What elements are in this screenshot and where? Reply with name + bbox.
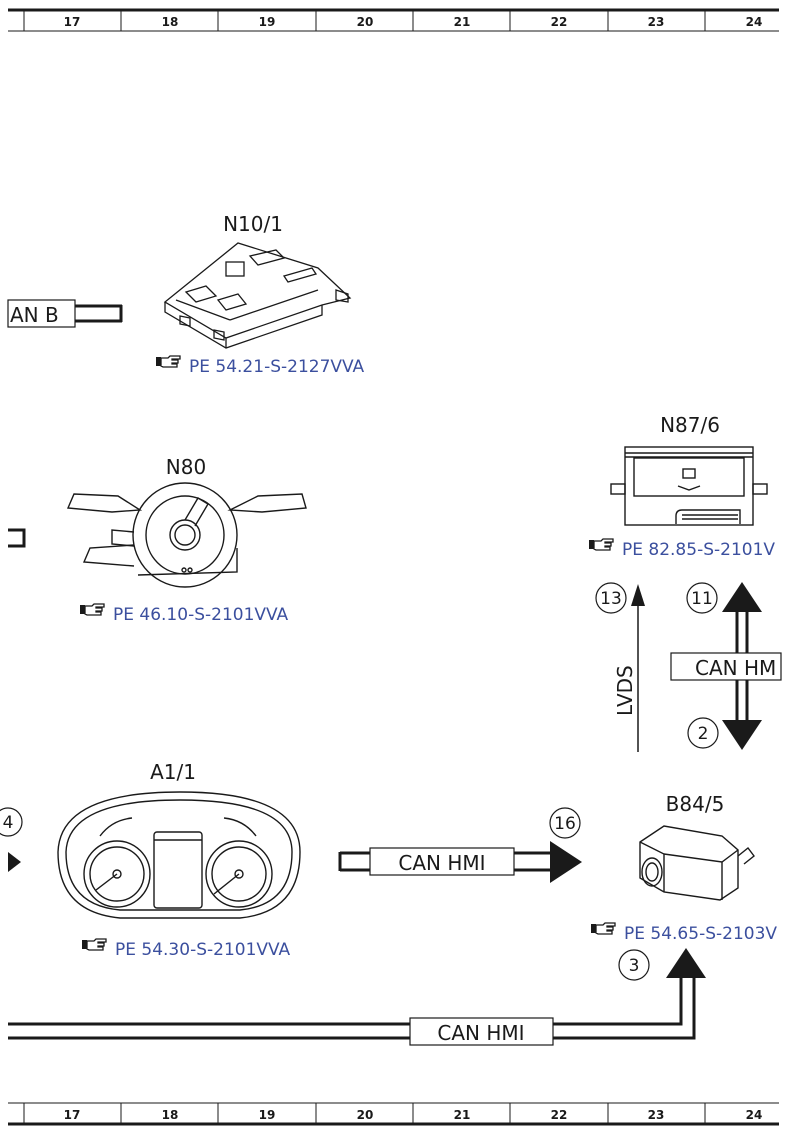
column-number: 17 [64,1108,81,1122]
connection-marker: 16 [554,814,576,834]
pointing-hand-icon [588,538,614,551]
column-number: 19 [259,15,276,29]
pointing-hand-icon [81,938,107,951]
pointing-hand-icon [79,603,105,616]
pointing-hand-icon [590,922,616,935]
component-b84-5: B84/5 PE 54.65-S-2103V [590,792,777,944]
control-unit-illustration [163,242,352,349]
column-number: 23 [648,15,665,29]
component-n80: N80 PE 46.10-S-2101VVA [66,455,307,625]
can-hmi-a1-bus: CAN HMI 16 [338,807,582,883]
column-number: 18 [162,1108,179,1122]
connector-stub [8,528,26,548]
column-number: 17 [64,15,81,29]
component-label: N10/1 [223,212,283,236]
component-label: B84/5 [666,792,725,816]
component-label: N87/6 [660,413,720,437]
top-column-ruler: 17 18 19 20 21 22 23 24 [8,8,779,32]
reference-link[interactable]: PE 54.65-S-2103V [624,924,777,944]
reference-link[interactable]: PE 46.10-S-2101VVA [113,605,289,625]
connection-marker: 3 [629,956,640,976]
component-n10-1: N10/1 PE 54.21-S-2127VVA [155,212,365,377]
bus-label: CAN HMI [398,851,485,875]
component-label: A1/1 [150,760,196,784]
column-number: 24 [746,1108,763,1122]
camera-illustration [639,825,755,901]
column-number: 19 [259,1108,276,1122]
column-number: 20 [357,1108,374,1122]
reference-link[interactable]: PE 82.85-S-2101V [622,540,775,560]
can-hmi-vertical-bus: CAN HM 11 2 [670,582,782,750]
bus-label: CAN HM [695,656,776,680]
column-number: 18 [162,15,179,29]
steering-column-module-illustration [66,482,307,588]
component-a1-1: A1/1 PE 54.30-S-2101VVA [57,760,301,960]
component-label: N80 [166,455,206,479]
pointing-hand-icon [155,355,181,368]
bus-label: CAN HMI [437,1021,524,1045]
reference-link[interactable]: PE 54.21-S-2127VVA [189,357,365,377]
can-b-bus: AN B [7,299,123,328]
bus-label: LVDS [613,665,637,716]
column-number: 20 [357,15,374,29]
display-unit-illustration [610,446,768,526]
column-number: 22 [551,15,568,29]
column-number: 21 [454,15,471,29]
column-number: 21 [454,1108,471,1122]
bus-label: AN B [10,303,59,327]
lvds-link: LVDS 13 [595,582,645,752]
connection-marker: 11 [691,589,713,609]
instrument-cluster-illustration [57,791,301,919]
can-hmi-bottom-bus: CAN HMI 3 [8,948,706,1046]
connection-marker: 2 [698,724,709,744]
column-number: 24 [746,15,763,29]
connection-marker: 4 [3,813,14,833]
column-number: 22 [551,1108,568,1122]
reference-link[interactable]: PE 54.30-S-2101VVA [115,940,291,960]
bottom-column-ruler: 17 18 19 20 21 22 23 24 [8,1102,779,1126]
column-number: 23 [648,1108,665,1122]
left-edge-connection: 4 [0,807,23,872]
connection-marker: 13 [600,589,622,609]
component-n87-6: N87/6 PE 82.85-S-2101V [588,413,775,560]
